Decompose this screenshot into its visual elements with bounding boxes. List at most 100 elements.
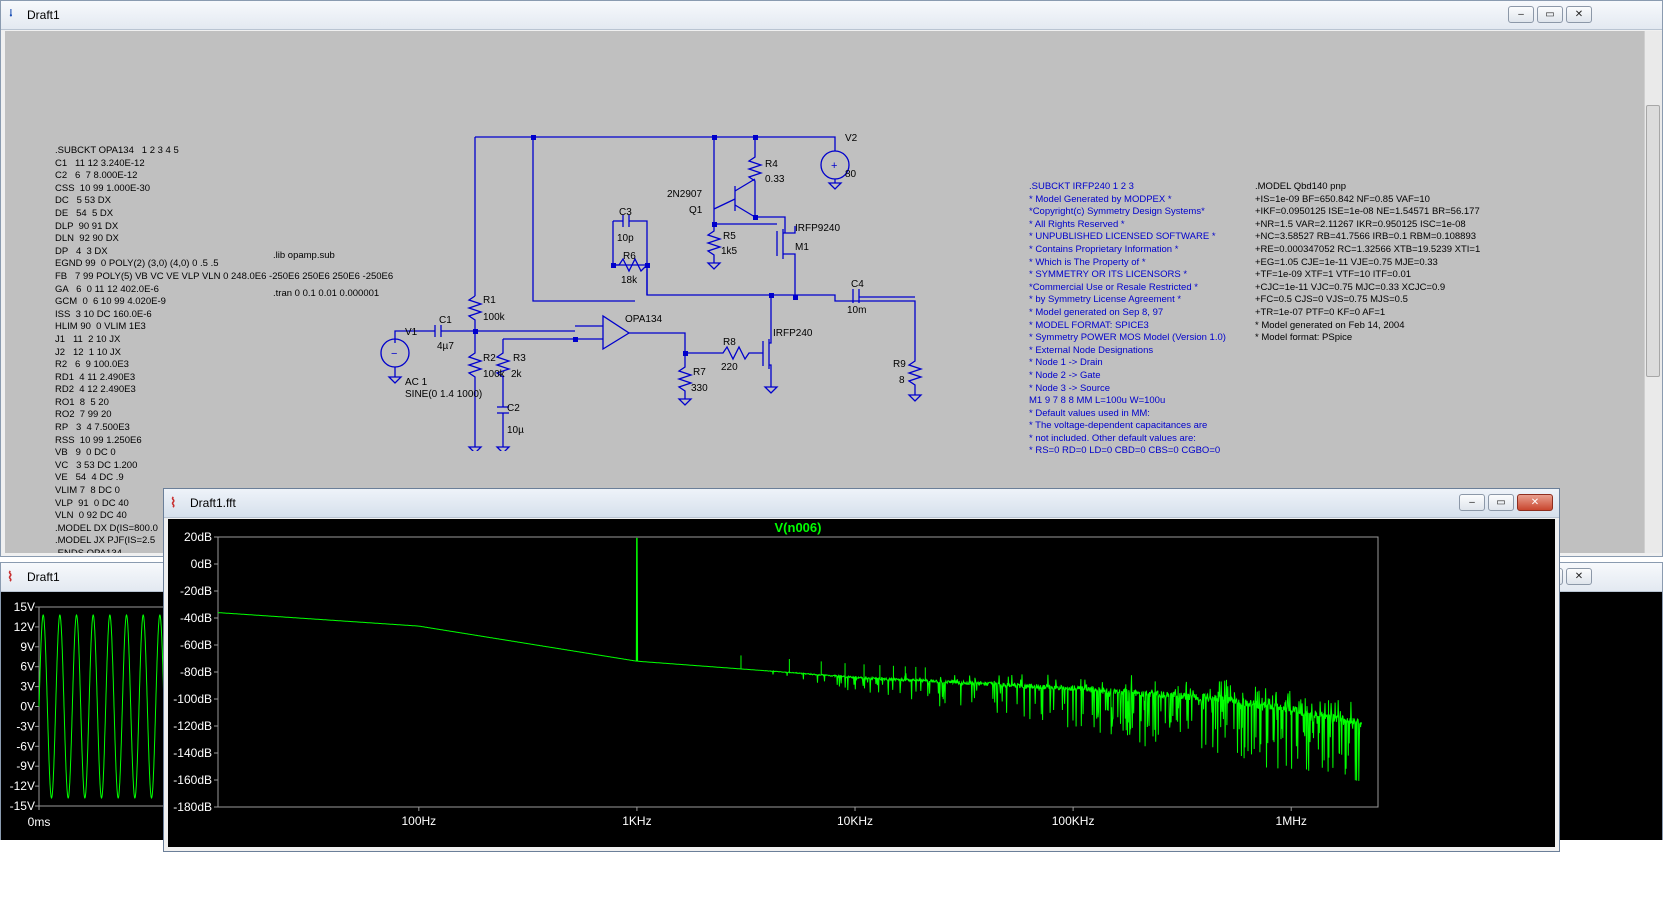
value-v2: 80 [845,169,857,180]
fft-y-tick-label: -20dB [180,584,212,598]
close-button[interactable]: ✕ [1566,6,1592,23]
fft-titlebar[interactable]: ⌇ Draft1.fft – ▭ ✕ [164,489,1559,518]
time-y-tick-label: 15V [14,600,35,614]
bjt-netlist-line: +IS=1e-09 BF=650.842 NF=0.85 VAF=10 [1255,193,1430,205]
irfp-netlist-line: *Commercial Use or Resale Restricted * [1029,281,1198,293]
time-y-tick-label: -12V [10,779,35,793]
schematic-titlebar[interactable]: ᛍ Draft1 – ▭ ✕ [1,1,1662,30]
opamp-netlist-line: VC 3 53 DC 1.200 [55,459,138,471]
irfp-netlist-line: * RS=0 RD=0 LD=0 CBD=0 CBS=0 CGBO=0 [1029,445,1221,457]
label-r4: R4 [765,159,778,170]
bjt-netlist-line: * Model generated on Feb 14, 2004 [1255,319,1405,331]
bjt-netlist-line: +FC=0.5 CJS=0 VJS=0.75 MJS=0.5 [1255,294,1408,306]
restore-button[interactable]: ▭ [1537,6,1563,23]
irfp-netlist-line: M1 9 7 8 8 MM L=100u W=100u [1029,395,1166,407]
irfp-netlist-line: * not included. Other default values are… [1029,432,1196,444]
opamp-netlist-line: VE 54 4 DC .9 [55,472,124,484]
irfp-netlist-line: * by Symmetry License Agreement * [1029,294,1182,306]
fft-title: Draft1.fft [190,496,236,510]
value-r9: 8 [899,375,905,386]
bjt-netlist-line: +EG=1.05 CJE=1e-11 VJE=0.75 MJE=0.33 [1255,256,1438,268]
opamp-netlist-line: RO1 8 5 20 [55,396,109,408]
opamp-netlist-line: DP 4 3 DX [55,245,108,257]
fft-trace-name[interactable]: V(n006) [775,520,822,535]
time-y-tick-label: 3V [20,680,35,694]
label-v2: V2 [845,133,858,144]
fft-y-tick-label: 20dB [184,530,212,544]
opamp-netlist-line: ISS 3 10 DC 160.0E-6 [55,308,152,320]
label-m1-model: IRFP9240 [795,223,840,234]
label-q1-model: 2N2907 [667,189,702,200]
irfp-netlist-line: *Copyright(c) Symmetry Design Systems* [1029,206,1205,218]
irfp-netlist-line: * External Node Designations [1029,344,1154,356]
fft-x-tick-label: 100Hz [401,814,436,828]
opamp-netlist-line: DE 54 5 DX [55,207,114,219]
label-r5: R5 [723,231,736,242]
opamp-netlist-line: J2 12 1 10 JX [55,346,122,358]
value-r7: 330 [691,383,708,394]
spice-directives[interactable]: .lib opamp.sub .tran 0 0.1 0.01 0.000001 [273,225,379,326]
svg-text:−: − [391,348,397,360]
value-v1-sine: SINE(0 1.4 1000) [405,389,482,400]
fft-y-tick-label: -60dB [180,638,212,652]
value-r6: 18k [621,275,638,286]
fft-y-tick-label: -120dB [173,719,212,733]
circuit-schematic[interactable]: − + V2 80 R4 0.33 2N2907 Q1 R5 1k5 IRFP9… [365,91,1005,451]
label-r3: R3 [513,353,526,364]
opamp-netlist-line: .MODEL JX PJF(IS=2.5 [55,535,156,547]
fft-y-tick-label: -80dB [180,665,212,679]
bjt-netlist-line: +RE=0.000347052 RC=1.32566 XTB=19.5239 X… [1255,243,1481,255]
opamp-netlist-line: RSS 10 99 1.250E6 [55,434,142,446]
time-y-tick-label: -6V [16,739,35,753]
time-y-tick-label: 9V [20,640,35,654]
bjt-netlist-line: +CJC=1e-11 VJC=0.75 MJC=0.33 XCJC=0.9 [1255,281,1446,293]
close-button[interactable]: ✕ [1566,568,1592,585]
waveform-icon: ⌇ [7,569,14,584]
opamp-netlist-line: RD1 4 11 2.490E3 [55,371,136,383]
fft-chart[interactable]: V(n006)20dB0dB-20dB-40dB-60dB-80dB-100dB… [168,519,1555,847]
irfp-netlist-line: * Node 3 -> Source [1029,382,1111,394]
qbd140-model: .MODEL Qbd140 pnp+IS=1e-09 BF=650.842 NF… [1255,181,1480,345]
irfp-netlist-line: * All Rights Reserved * [1029,218,1125,230]
opamp-netlist-line: .SUBCKT OPA134 1 2 3 4 5 [55,145,179,156]
time-y-tick-label: 6V [20,660,35,674]
irfp-netlist-line: * Model generated on Sep 8, 97 [1029,306,1164,318]
minimize-button[interactable]: – [1459,494,1485,511]
directive-lib[interactable]: .lib opamp.sub [273,250,335,262]
opamp-netlist-line: RD2 4 12 2.490E3 [55,384,136,396]
irfp-netlist-line: * MODEL FORMAT: SPICE3 [1029,319,1149,331]
schematic-scrollbar[interactable] [1644,31,1662,553]
irfp-netlist-line: * SYMMETRY OR ITS LICENSORS * [1029,269,1188,281]
label-r8: R8 [723,337,736,348]
scrollbar-thumb[interactable] [1646,105,1660,377]
fft-plot-frame [217,536,1379,808]
bjt-netlist-line: +NR=1.5 VAR=2.11267 IKR=0.950125 ISC=1e-… [1255,218,1466,230]
label-r9: R9 [893,359,906,370]
directive-tran[interactable]: .tran 0 0.1 0.01 0.000001 [273,287,380,299]
value-r3: 2k [511,369,523,380]
time-x-tick-label: 0ms [28,815,51,829]
bjt-netlist-line: * Model format: PSpice [1255,332,1353,344]
value-r2: 100k [483,369,506,380]
opamp-netlist-line: CSS 10 99 1.000E-30 [55,182,151,194]
minimize-button[interactable]: – [1508,6,1534,23]
irfp-netlist-line: * Which is The Property of * [1029,256,1146,268]
time-y-tick-label: -9V [16,759,35,773]
opamp-netlist-line: FB 7 99 POLY(5) VB VC VE VLP VLN 0 248.0… [55,270,394,282]
opamp-netlist-line: C1 11 12 3.240E-12 [55,157,145,169]
value-c1: 4µ7 [437,341,454,352]
opamp-netlist-line: VB 9 0 DC 0 [55,447,116,459]
irfp-netlist-line: * Contains Proprietary Information * [1029,243,1179,255]
fft-y-tick-label: -40dB [180,611,212,625]
close-button[interactable]: ✕ [1517,494,1553,511]
opamp-netlist-line: VLN 0 92 DC 40 [55,510,127,522]
restore-button[interactable]: ▭ [1488,494,1514,511]
irfp240-netlist: .SUBCKT IRFP240 1 2 3* Model Generated b… [1029,181,1226,458]
irfp-netlist-line: * Symmetry POWER MOS Model (Version 1.0) [1029,332,1226,344]
time-y-tick-label: -3V [16,719,35,733]
svg-text:+: + [831,160,837,172]
